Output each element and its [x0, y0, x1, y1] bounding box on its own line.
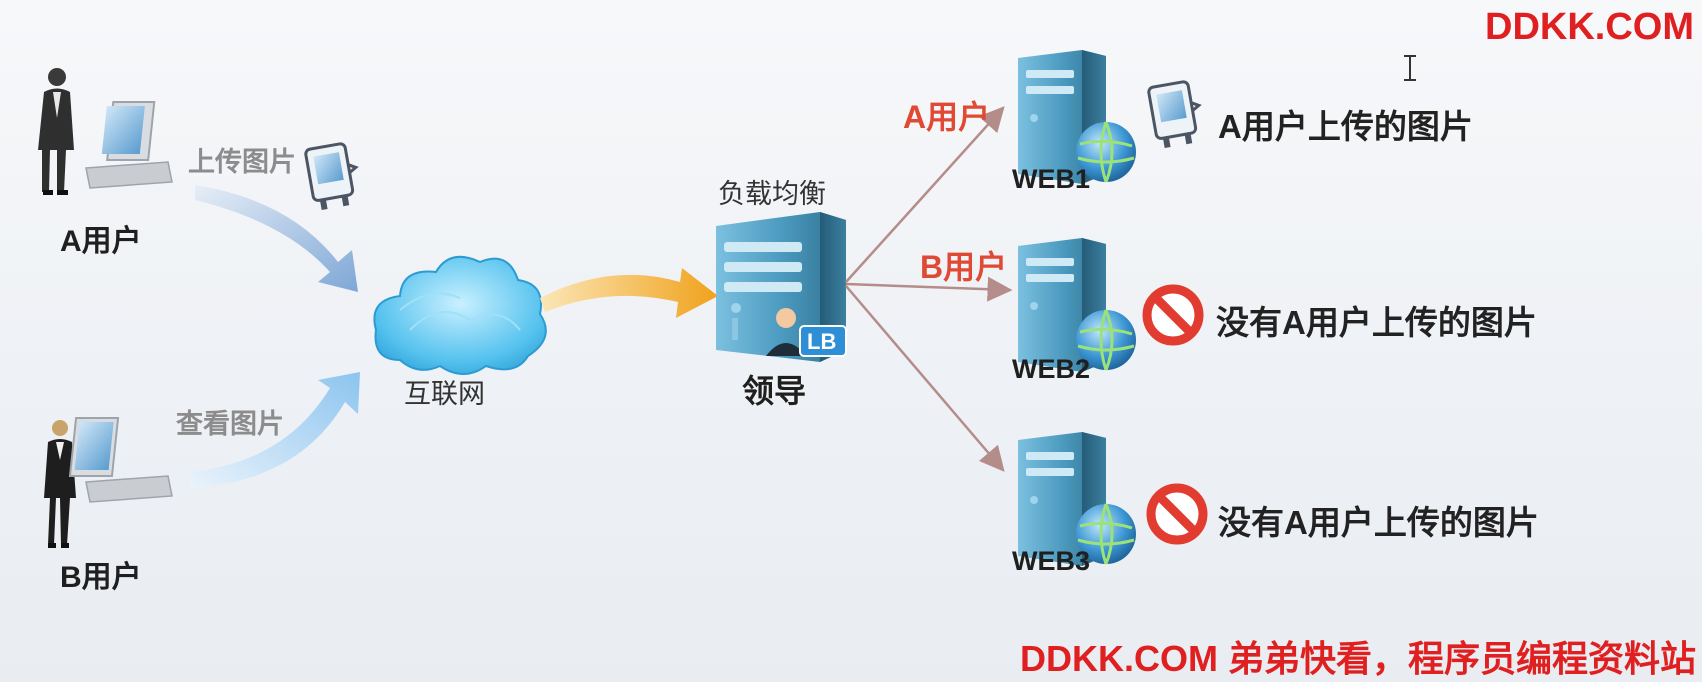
web1-server-icon — [1018, 50, 1136, 184]
user-b-label: B用户 — [60, 561, 142, 594]
web3-label: WEB3 — [1012, 546, 1091, 576]
route-line-web1 — [845, 106, 1005, 283]
upload-arrow — [195, 185, 358, 292]
user-b-laptop-icon — [68, 417, 173, 503]
view-action-label: 查看图片 — [176, 409, 284, 439]
upload-action-label: 上传图片 — [188, 147, 296, 177]
internet-to-lb-arrow — [540, 268, 718, 318]
web2-label: WEB2 — [1012, 354, 1091, 384]
web3-result-text: 没有A用户上传的图片 — [1218, 504, 1539, 541]
lb-badge: LB — [807, 329, 837, 354]
web1-result-text: A用户上传的图片 — [1218, 108, 1473, 145]
internet-cloud-icon — [373, 255, 547, 375]
user-a-laptop-icon — [85, 101, 173, 189]
user-b-person-icon — [44, 420, 76, 548]
upload-picture-icon — [304, 142, 359, 211]
user-a-person-icon — [38, 68, 74, 195]
view-arrow — [190, 372, 360, 488]
load-balancer-label: 领导 — [742, 373, 807, 409]
internet-label: 互联网 — [404, 379, 485, 409]
web2-result-text: 没有A用户上传的图片 — [1216, 304, 1537, 341]
watermark-bottom: DDKK.COM 弟弟快看，程序员编程资料站 — [1020, 638, 1696, 679]
load-balancer-title: 负载均衡 — [718, 179, 826, 209]
forbidden-icon-web3 — [1146, 483, 1208, 545]
route-line-web2 — [845, 276, 1013, 302]
web2-server-icon — [1018, 238, 1136, 372]
route-label-web1: A用户 — [903, 99, 991, 135]
web3-server-icon — [1018, 432, 1136, 566]
user-a-label: A用户 — [60, 225, 142, 258]
forbidden-icon-web2 — [1142, 284, 1204, 346]
stored-picture-icon — [1147, 80, 1202, 149]
route-label-web2: B用户 — [920, 249, 1008, 285]
text-cursor-icon — [1404, 55, 1416, 81]
route-line-web3 — [845, 285, 1005, 472]
load-balancer-server-icon — [716, 212, 847, 362]
web1-label: WEB1 — [1012, 164, 1091, 194]
watermark-top: DDKK.COM — [1485, 6, 1694, 48]
